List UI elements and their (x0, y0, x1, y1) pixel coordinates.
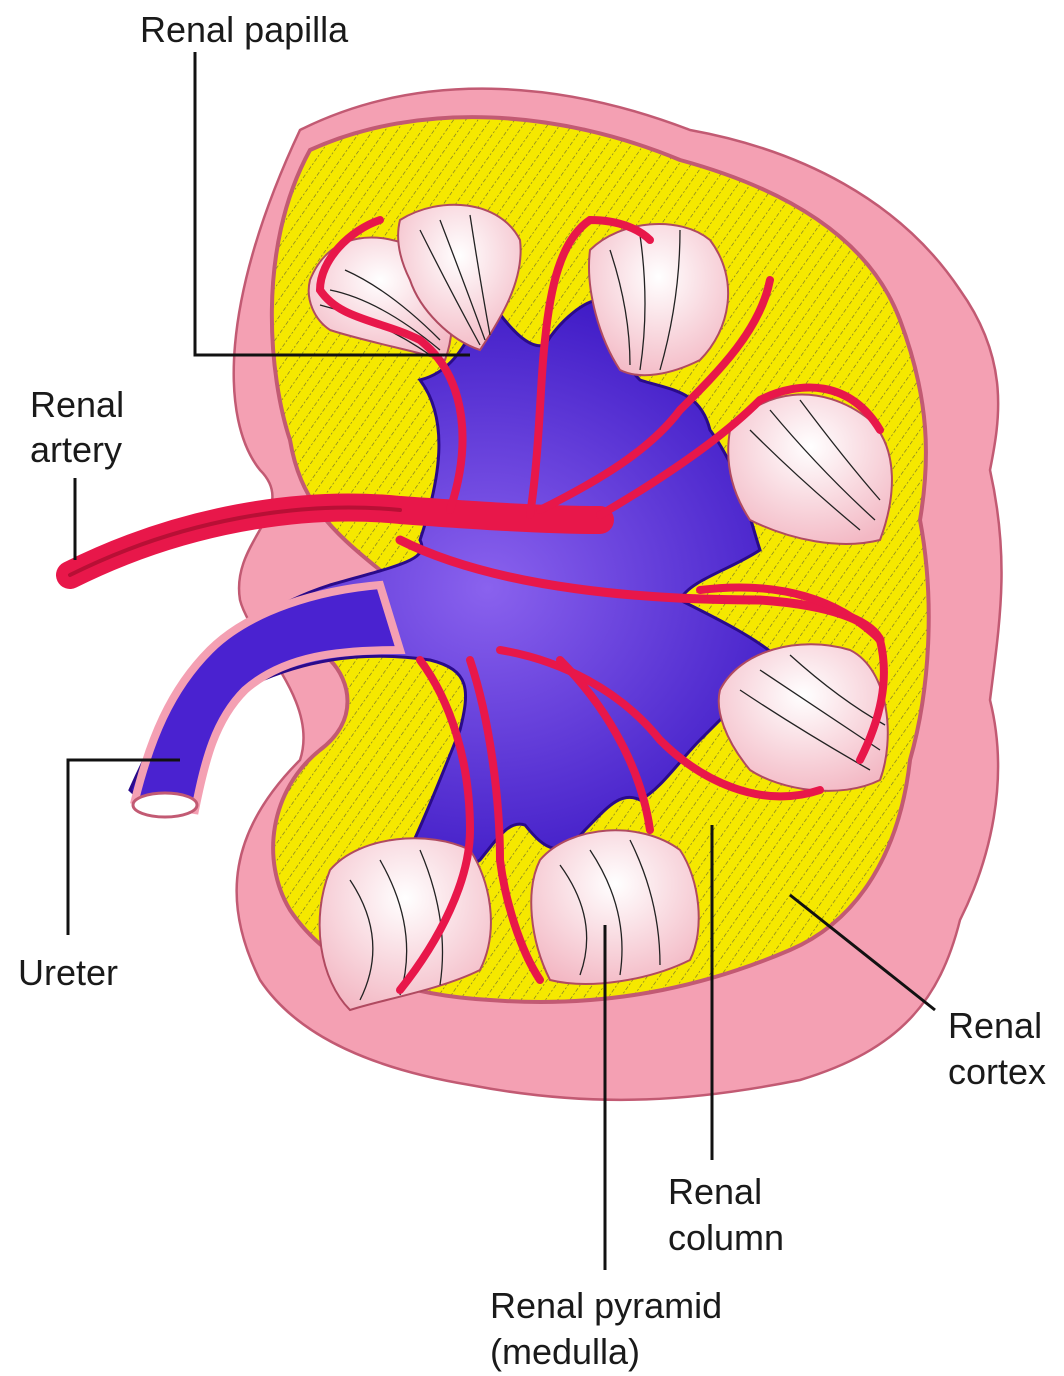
label-renal-pyramid-line1: Renal pyramid (490, 1285, 722, 1326)
label-renal-pyramid-line2: (medulla) (490, 1331, 640, 1372)
label-renal-cortex-line2: cortex (948, 1051, 1046, 1092)
renal-pyramid-7 (531, 830, 698, 984)
label-renal-papilla: Renal papilla (140, 9, 349, 50)
label-ureter: Ureter (18, 952, 118, 993)
label-renal-artery-line1: Renal (30, 384, 124, 425)
renal-pyramid-3 (589, 224, 728, 375)
label-renal-cortex-line1: Renal (948, 1005, 1042, 1046)
label-renal-column-line2: column (668, 1217, 784, 1258)
label-renal-column-line1: Renal (668, 1171, 762, 1212)
label-renal-artery-line2: artery (30, 429, 122, 470)
